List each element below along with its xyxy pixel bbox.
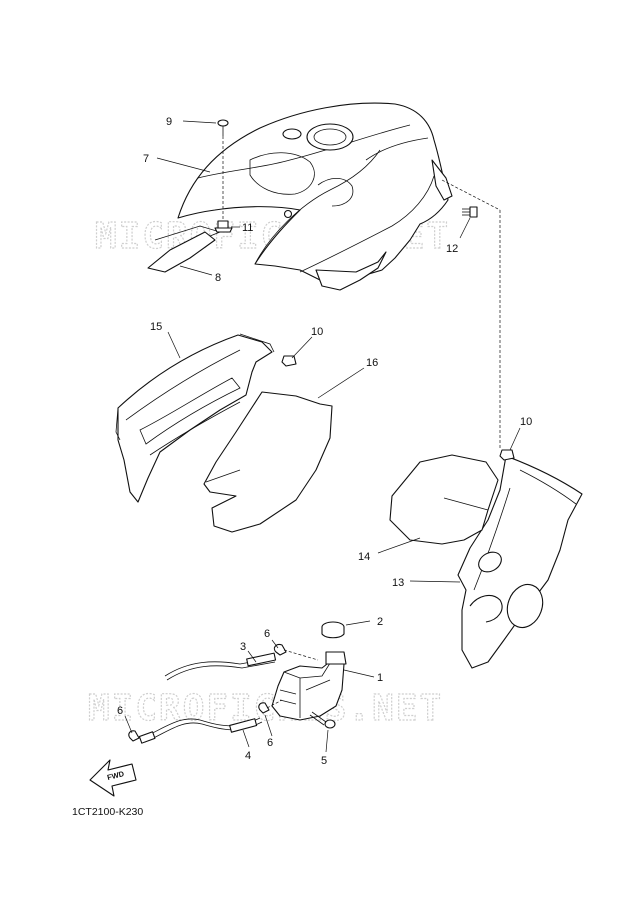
callout-6-right: 6 xyxy=(267,737,273,749)
decal-8-outline xyxy=(154,225,222,241)
clip-6-left xyxy=(128,730,140,742)
nut-10-upper xyxy=(281,355,297,367)
diagram-code: 1CT2100-K230 xyxy=(72,806,143,818)
reservoir-cap xyxy=(321,621,345,639)
callout-11: 11 xyxy=(242,222,253,234)
callout-14: 14 xyxy=(358,551,370,563)
callout-6-left: 6 xyxy=(117,705,123,717)
callout-7: 7 xyxy=(143,153,149,165)
decal-16 xyxy=(203,391,333,533)
callout-3: 3 xyxy=(240,641,246,653)
decal-8 xyxy=(147,231,216,273)
bolt-5 xyxy=(309,711,336,729)
leader-lines xyxy=(124,120,521,753)
screw-9 xyxy=(217,119,229,222)
clip-6-upper xyxy=(273,644,319,661)
reservoir-tank xyxy=(271,651,347,721)
hose-4 xyxy=(138,717,263,744)
callout-12: 12 xyxy=(446,243,458,255)
callout-10-upper: 10 xyxy=(311,326,323,338)
callout-2: 2 xyxy=(377,616,383,628)
assembly-line-12-10 xyxy=(441,179,501,211)
callout-6-upper: 6 xyxy=(264,628,270,640)
clip-6-right xyxy=(258,699,283,714)
bolt-12 xyxy=(462,206,478,218)
side-cover-right xyxy=(457,455,583,669)
hose-3 xyxy=(164,652,277,681)
decal-14-line xyxy=(443,497,489,511)
nut-10-lower xyxy=(499,449,515,461)
callout-8: 8 xyxy=(215,272,221,284)
callout-1: 1 xyxy=(377,672,383,684)
callout-5: 5 xyxy=(321,755,327,767)
callout-4: 4 xyxy=(245,750,251,762)
nut-11 xyxy=(214,220,233,233)
side-cover-left xyxy=(115,333,275,503)
callout-10-lower: 10 xyxy=(520,416,532,428)
fwd-arrow-icon: FWD xyxy=(89,759,137,797)
fwd-label: FWD xyxy=(106,769,125,782)
callout-13: 13 xyxy=(392,577,404,589)
callout-15: 15 xyxy=(150,321,162,333)
callout-16: 16 xyxy=(366,357,378,369)
callout-9: 9 xyxy=(166,116,172,128)
decal-16-line xyxy=(205,469,241,483)
decal-14 xyxy=(389,454,499,545)
tank-cover xyxy=(177,102,453,291)
